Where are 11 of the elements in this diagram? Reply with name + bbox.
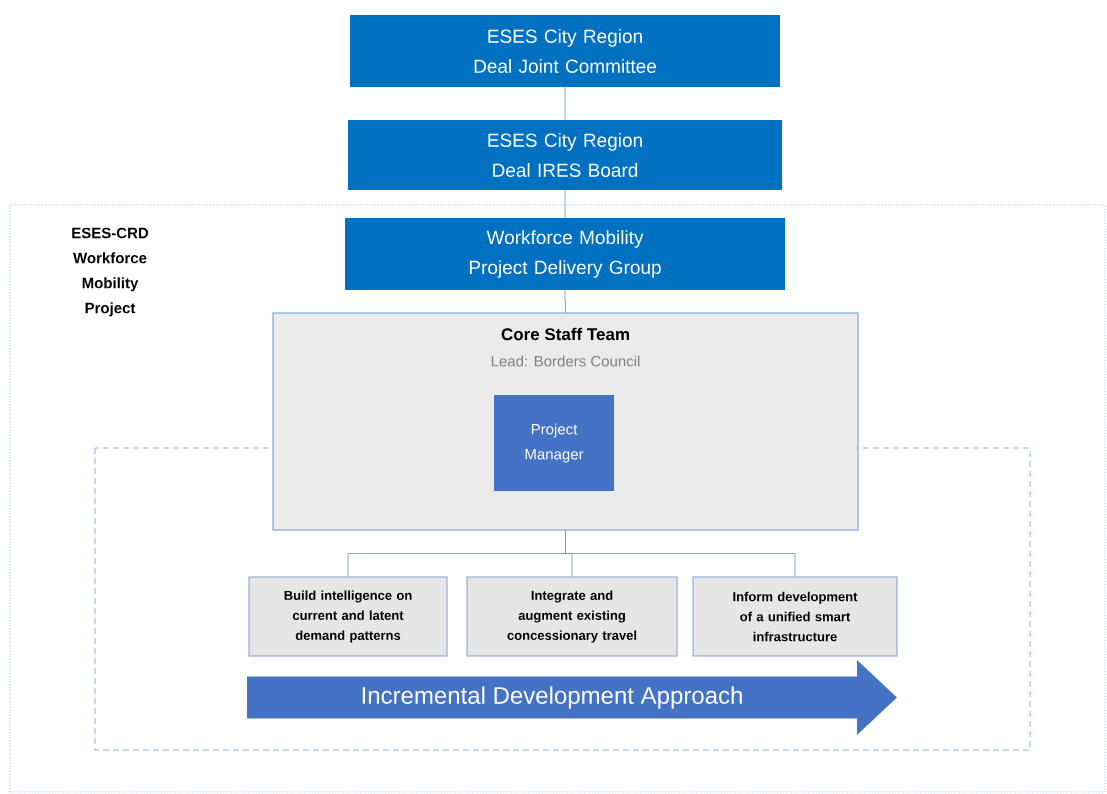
connector-line: [564, 86, 566, 121]
connector-line: [565, 530, 796, 577]
committee-box: ESES City Region Deal Joint Committee: [350, 15, 780, 87]
connector-line: [564, 189, 566, 219]
task-box: Inform development of a unified smart infrastructure: [692, 576, 898, 657]
manager-box: Project Manager: [494, 395, 614, 491]
task-box: Build intelligence on current and latent demand patterns: [248, 576, 448, 657]
task-box: Integrate and augment existing concessionary travel: [466, 576, 678, 657]
connector-line: [564, 289, 566, 313]
committee-box: ESES City Region Deal IRES Board: [348, 120, 782, 190]
committee-box: Workforce Mobility Project Delivery Group: [345, 218, 785, 290]
